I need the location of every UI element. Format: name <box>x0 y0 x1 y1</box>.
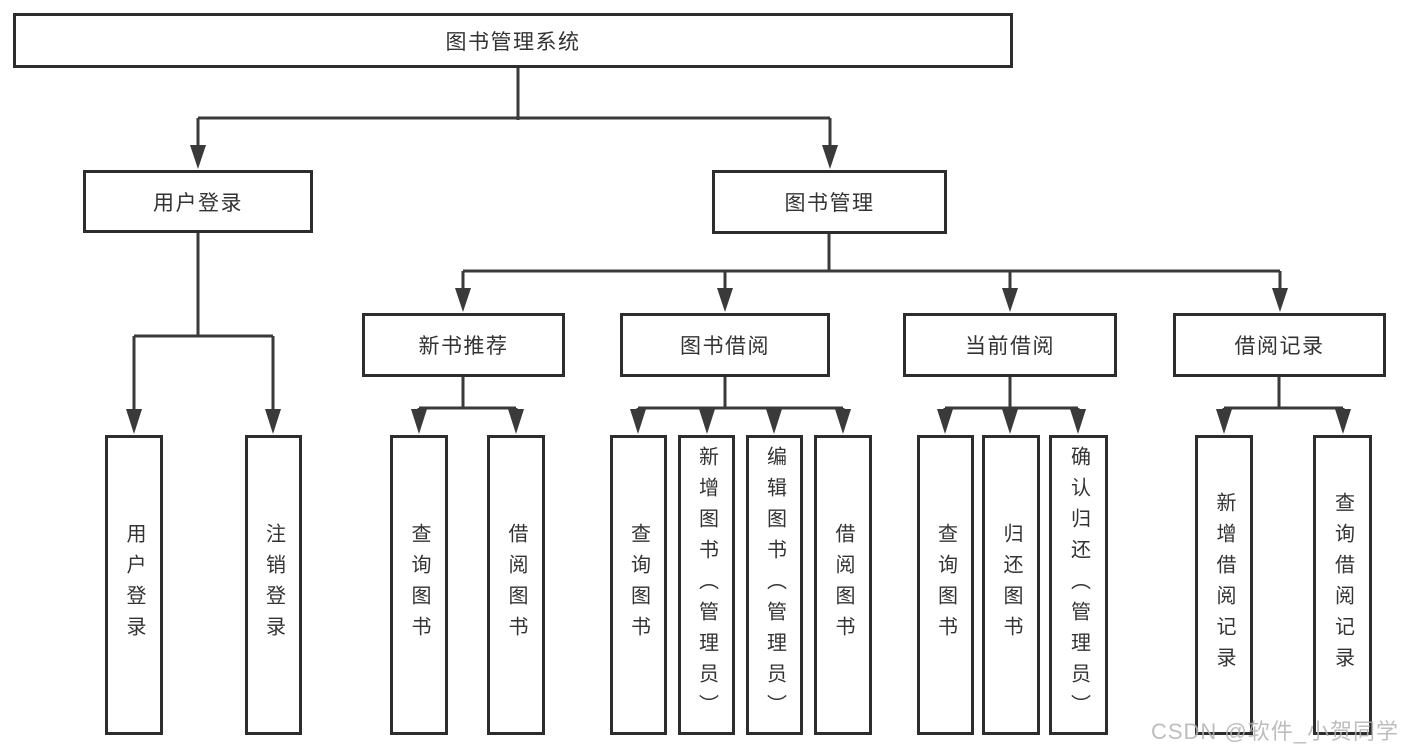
leaf-return-book: 归还图书 <box>982 435 1040 735</box>
node-root-system: 图书管理系统 <box>13 13 1013 68</box>
node-book-management-branch: 图书管理 <box>712 170 947 234</box>
leaf-query-books-recommend: 查询图书 <box>390 435 448 735</box>
leaf-user-login: 用户登录 <box>105 435 163 735</box>
leaf-borrow-books: 借阅图书 <box>814 435 872 735</box>
leaf-logout: 注销登录 <box>245 435 302 735</box>
leaf-add-book-admin: 新增图书（管理员） <box>678 435 735 735</box>
leaf-borrow-books-recommend: 借阅图书 <box>487 435 545 735</box>
node-new-book-recommend: 新书推荐 <box>362 313 565 377</box>
leaf-edit-book-admin: 编辑图书（管理员） <box>746 435 803 735</box>
leaf-confirm-return-admin: 确认归还（管理员） <box>1049 435 1108 735</box>
leaf-add-borrow-record: 新增借阅记录 <box>1195 435 1253 735</box>
node-current-borrow: 当前借阅 <box>903 313 1117 377</box>
node-borrow-records: 借阅记录 <box>1173 313 1386 377</box>
csdn-watermark: CSDN @软件_小贺同学 <box>1150 719 1399 744</box>
node-book-borrow: 图书借阅 <box>620 313 830 377</box>
leaf-query-books-borrow: 查询图书 <box>610 435 667 735</box>
node-user-login-branch: 用户登录 <box>83 170 313 233</box>
leaf-query-books-current: 查询图书 <box>917 435 974 735</box>
leaf-query-borrow-record: 查询借阅记录 <box>1313 435 1372 735</box>
